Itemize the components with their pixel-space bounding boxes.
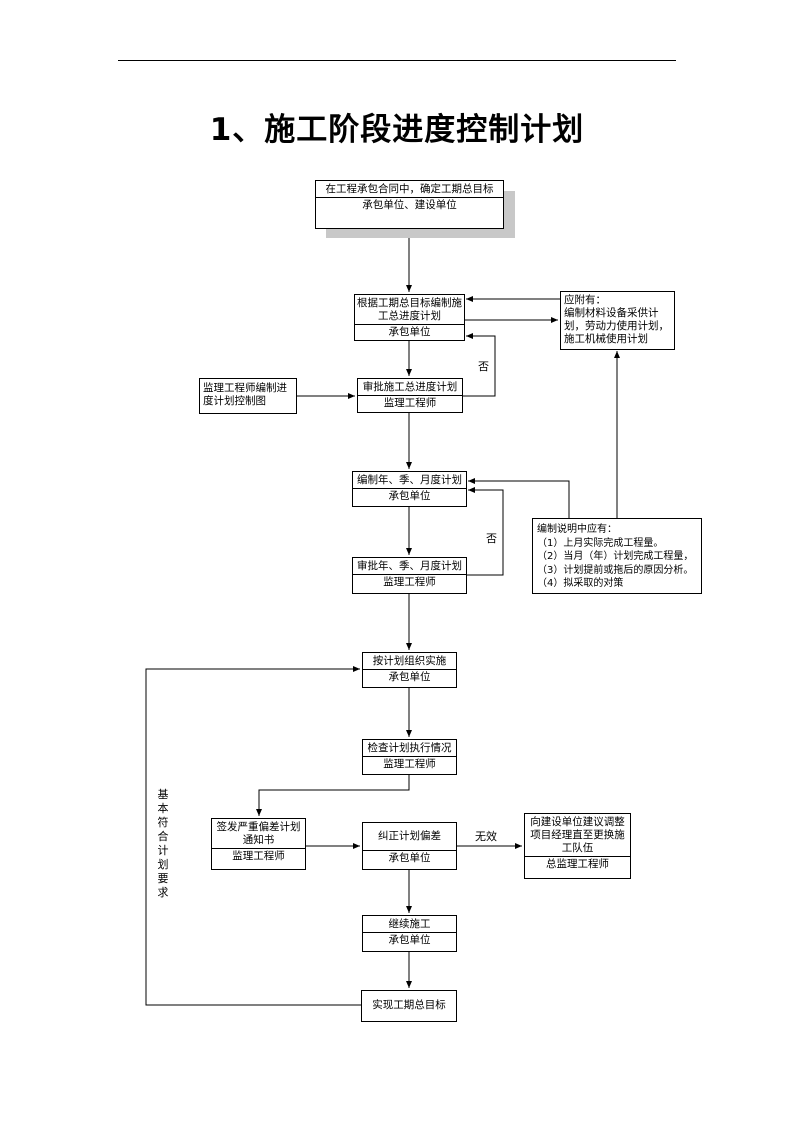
approve-periodic-box: 审批年、季、月度计划 监理工程师 [352, 557, 467, 594]
contract-box-task: 在工程承包合同中，确定工期总目标 [316, 181, 503, 198]
supervisor-chart-line-1: 监理工程师编制进 [203, 382, 287, 394]
inspect-box: 检查计划执行情况 监理工程师 [362, 739, 457, 775]
correct-box: 纠正计划偏差 承包单位 [362, 822, 457, 870]
achieve-text: 实现工期总目标 [372, 999, 446, 1011]
attachments-line-4: 施工机械使用计划 [564, 333, 648, 345]
attachments-box: 应附有： 编制材料设备采供计 划，劳动力使用计划， 施工机械使用计划 [560, 291, 675, 350]
issue-notice-party: 监理工程师 [232, 850, 285, 862]
suggest-task-line1: 向建设单位建议调整 [530, 816, 625, 828]
no-label-2: 否 [486, 532, 497, 545]
continue-party: 承包单位 [388, 934, 431, 946]
inspect-party: 监理工程师 [383, 758, 436, 770]
loop-char-5: 计 [157, 844, 169, 857]
approve-periodic-task: 审批年、季、月度计划 [353, 558, 466, 575]
continue-task: 继续施工 [363, 916, 456, 933]
loop-char-8: 求 [157, 886, 169, 899]
arrow-notes-to-periodic [468, 478, 570, 518]
compile-periodic-box: 编制年、季、月度计划 承包单位 [352, 471, 467, 507]
execute-party: 承包单位 [388, 671, 431, 683]
notes-line-1: 编制说明中应有： [537, 524, 617, 535]
compile-periodic-task: 编制年、季、月度计划 [353, 472, 466, 489]
header-rule [118, 60, 676, 61]
compile-periodic-party: 承包单位 [388, 490, 431, 502]
arrow-approve-no-loop [462, 333, 496, 397]
issue-notice-task: 签发严重偏差计划 通知书 [212, 819, 305, 849]
execute-task: 按计划组织实施 [363, 653, 456, 670]
supervisor-chart-box: 监理工程师编制进 度计划控制图 [199, 378, 297, 414]
continue-box: 继续施工 承包单位 [362, 915, 457, 952]
loop-label: 基 本 符 合 计 划 要 求 [156, 788, 170, 900]
approve-total-task: 审批施工总进度计划 [358, 379, 462, 396]
correct-task: 纠正计划偏差 [363, 823, 456, 851]
notes-line-4: （3）计划提前或拖后的原因分析。 [537, 564, 694, 576]
compile-plan-box: 根据工期总目标编制施 工总进度计划 承包单位 [354, 294, 465, 341]
notes-line-5: （4）拟采取的对策 [537, 578, 624, 589]
arrow-periodic-no-loop [466, 487, 504, 576]
loop-char-2: 本 [157, 802, 169, 815]
notes-box: 编制说明中应有： （1）上月实际完成工程量。 （2）当月（年）计划完成工程量， … [532, 518, 702, 594]
no-label-1: 否 [478, 360, 489, 373]
approve-total-party: 监理工程师 [383, 397, 437, 409]
notes-line-3: （2）当月（年）计划完成工程量， [537, 551, 694, 562]
suggest-party: 总监理工程师 [546, 858, 609, 870]
correct-party: 承包单位 [388, 852, 431, 864]
inspect-task: 检查计划执行情况 [363, 740, 456, 757]
contract-box: 在工程承包合同中，确定工期总目标 承包单位、建设单位 [315, 180, 504, 229]
supervisor-chart-line-2: 度计划控制图 [203, 395, 266, 407]
invalid-label: 无效 [475, 830, 497, 843]
suggest-box: 向建设单位建议调整 项目经理直至更换施 工队伍 总监理工程师 [524, 813, 631, 879]
achieve-box: 实现工期总目标 [361, 990, 457, 1022]
attachments-line-1: 应附有： [564, 294, 606, 306]
approve-total-box: 审批施工总进度计划 监理工程师 [357, 378, 463, 413]
execute-box: 按计划组织实施 承包单位 [362, 652, 457, 688]
loop-char-3: 符 [157, 816, 169, 829]
suggest-task-line2: 项目经理直至更换施 [530, 829, 625, 841]
attachments-line-3: 划，劳动力使用计划， [564, 320, 669, 332]
suggest-task-line3: 工队伍 [561, 842, 594, 854]
arrow-inspect-to-notice [256, 775, 410, 816]
arrow-achieve-loop [145, 666, 361, 1006]
issue-notice-task-line1: 签发严重偏差计划 [216, 821, 301, 833]
compile-plan-party: 承包单位 [388, 326, 431, 338]
notes-line-2: （1）上月实际完成工程量。 [537, 537, 664, 549]
compile-plan-task-line1: 根据工期总目标编制施 [357, 297, 462, 309]
loop-char-1: 基 [157, 788, 169, 801]
suggest-task: 向建设单位建议调整 项目经理直至更换施 工队伍 [525, 814, 630, 857]
compile-plan-task-line2: 工总进度计划 [378, 310, 441, 322]
loop-char-4: 合 [157, 830, 169, 843]
issue-notice-box: 签发严重偏差计划 通知书 监理工程师 [211, 818, 306, 870]
loop-char-7: 要 [157, 872, 169, 885]
attachments-line-2: 编制材料设备采供计 [564, 307, 659, 319]
loop-char-6: 划 [157, 858, 169, 871]
page-title: 1、施工阶段进度控制计划 [209, 112, 585, 148]
contract-box-party: 承包单位、建设单位 [362, 199, 457, 211]
compile-plan-task: 根据工期总目标编制施 工总进度计划 [355, 295, 464, 325]
approve-periodic-party: 监理工程师 [383, 576, 436, 588]
issue-notice-task-line2: 通知书 [242, 834, 275, 846]
